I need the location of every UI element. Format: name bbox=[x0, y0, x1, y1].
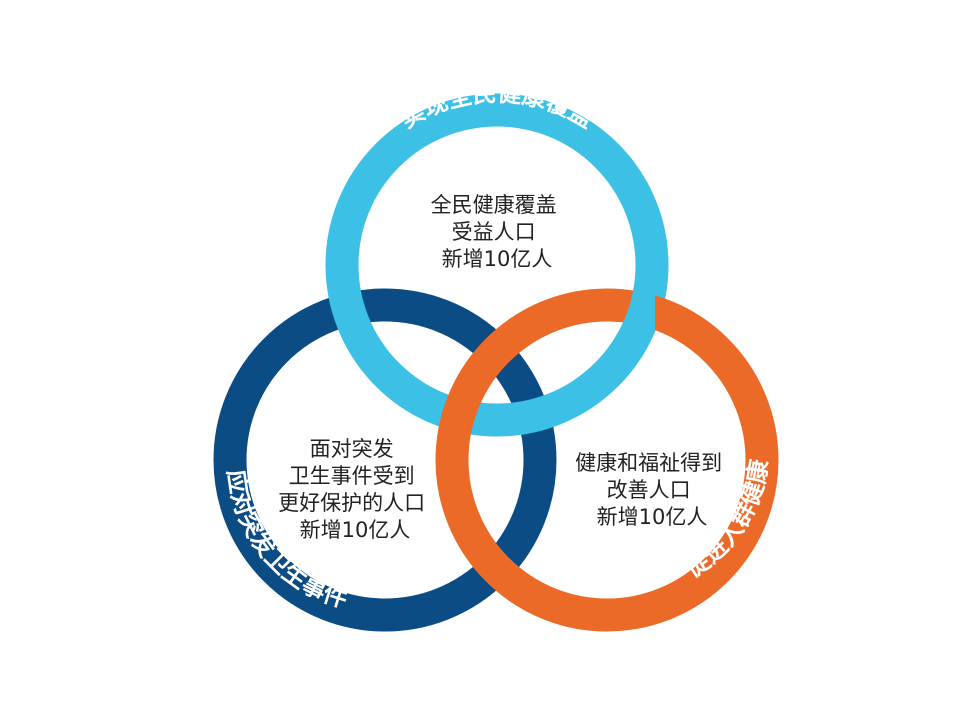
top-ring-text: 全民健康覆盖 受益人口 新增10亿人 bbox=[431, 193, 564, 271]
right-ring-line: 改善人口 bbox=[607, 478, 691, 502]
right-ring-text: 健康和福祉得到 改善人口 新增10亿人 bbox=[575, 451, 729, 529]
left-ring-line: 新增10亿人 bbox=[300, 518, 411, 542]
top-ring-line: 全民健康覆盖 bbox=[431, 193, 557, 217]
left-ring-line: 卫生事件受到 bbox=[289, 464, 415, 488]
top-ring-line: 受益人口 bbox=[452, 220, 536, 244]
right-ring bbox=[435, 288, 779, 632]
left-ring bbox=[213, 288, 557, 632]
right-ring-line: 健康和福祉得到 bbox=[575, 451, 722, 475]
left-ring-line: 更好保护的人口 bbox=[278, 491, 425, 515]
left-ring-text: 面对突发 卫生事件受到 更好保护的人口 新增10亿人 bbox=[278, 437, 432, 542]
top-ring bbox=[325, 93, 669, 437]
left-ring-line: 面对突发 bbox=[310, 437, 394, 461]
right-ring-line: 新增10亿人 bbox=[597, 505, 708, 529]
top-ring-line: 新增10亿人 bbox=[442, 247, 553, 271]
